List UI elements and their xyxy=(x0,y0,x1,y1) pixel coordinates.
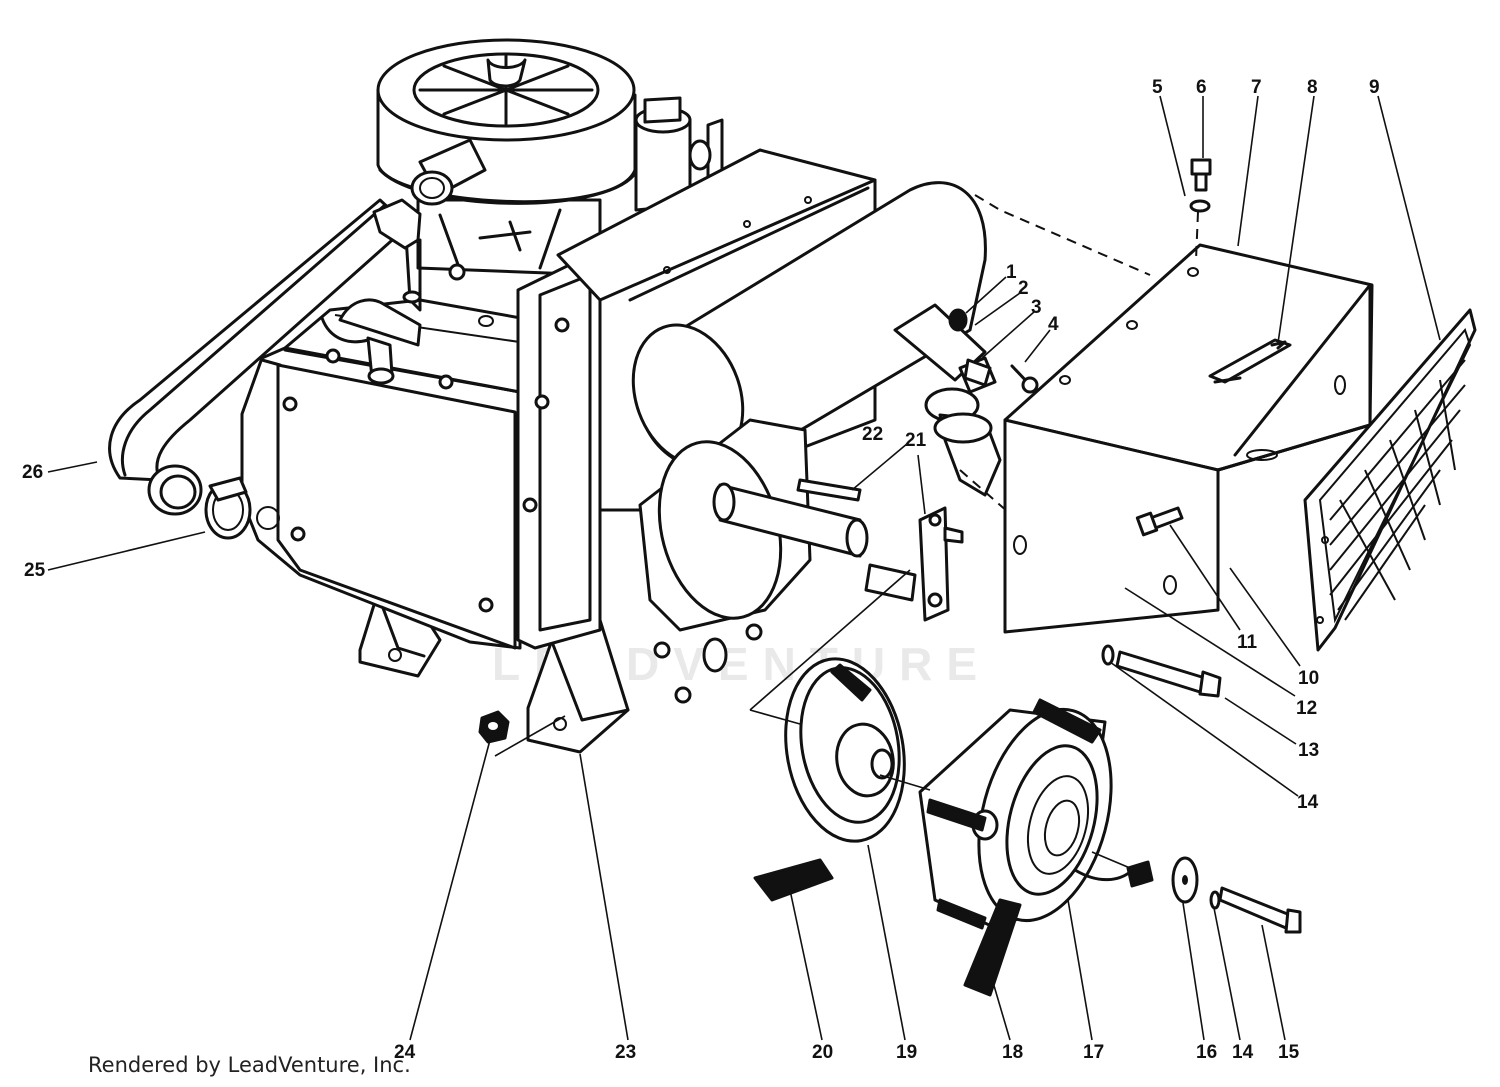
callout-3: 3 xyxy=(1031,297,1042,318)
callout-4: 4 xyxy=(1048,314,1059,335)
callout-14-upper: 14 xyxy=(1297,792,1319,813)
callout-7: 7 xyxy=(1251,77,1262,98)
callout-26: 26 xyxy=(22,462,43,483)
callout-25: 25 xyxy=(24,560,46,581)
muffler-guard xyxy=(948,158,1374,634)
engine-assembly xyxy=(240,198,630,754)
callout-9: 9 xyxy=(1369,77,1380,98)
pulley xyxy=(753,657,906,902)
air-cleaner xyxy=(376,38,724,212)
callout-8: 8 xyxy=(1307,77,1318,98)
callout-16: 16 xyxy=(1196,1042,1217,1063)
callout-15: 15 xyxy=(1278,1042,1300,1063)
crankshaft xyxy=(478,418,1222,744)
callout-11: 11 xyxy=(1237,632,1258,653)
electric-clutch xyxy=(918,698,1302,997)
callout-13: 13 xyxy=(1298,740,1319,761)
callout-23: 23 xyxy=(615,1042,636,1063)
callout-19: 19 xyxy=(896,1042,917,1063)
callout-6: 6 xyxy=(1196,77,1207,98)
air-hose xyxy=(108,198,422,540)
callout-22: 22 xyxy=(862,424,883,445)
screen-guard xyxy=(1303,308,1477,652)
callout-20: 20 xyxy=(812,1042,833,1063)
callout-2: 2 xyxy=(1018,278,1029,299)
callout-21: 21 xyxy=(905,430,927,451)
callout-24: 24 xyxy=(394,1042,416,1063)
callout-17: 17 xyxy=(1083,1042,1104,1063)
leader-lines xyxy=(47,95,1441,1041)
callout-5: 5 xyxy=(1152,77,1163,98)
credit-text: Rendered by LeadVenture, Inc. xyxy=(88,1053,411,1077)
callout-10: 10 xyxy=(1298,668,1319,689)
callout-labels: 1 2 3 4 5 6 7 8 9 10 11 12 13 14 15 14 1… xyxy=(22,77,1380,1063)
callout-1: 1 xyxy=(1006,262,1017,283)
callout-12: 12 xyxy=(1296,698,1317,719)
callout-18: 18 xyxy=(1002,1042,1023,1063)
callout-14-lower: 14 xyxy=(1232,1042,1254,1063)
